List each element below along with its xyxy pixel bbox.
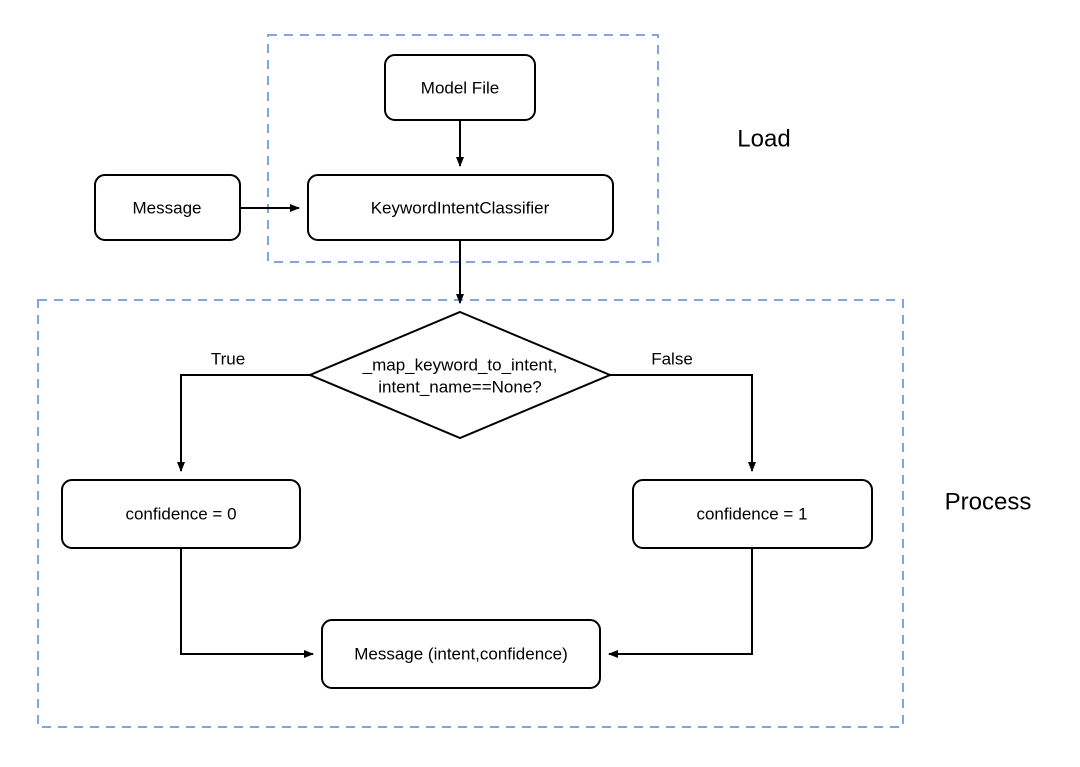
node-confidence-zero[interactable]: confidence = 0 xyxy=(61,479,301,549)
group-load-label: Load xyxy=(737,125,790,152)
node-decision[interactable]: _map_keyword_to_intent, intent_name==Non… xyxy=(307,310,613,440)
edge-decision-true xyxy=(177,374,310,472)
node-decision-label-line-2: intent_name==None? xyxy=(378,377,542,396)
node-model-file[interactable]: Model File xyxy=(384,54,536,121)
node-model-file-shape[interactable] xyxy=(384,54,536,121)
node-message-output-label: Message (intent,confidence) xyxy=(354,644,568,663)
group-process-frame xyxy=(37,299,904,728)
edge-label-false: False xyxy=(651,349,693,368)
node-confidence-zero-label: confidence = 0 xyxy=(125,504,236,523)
node-keyword-intent-classifier-shape[interactable] xyxy=(307,174,614,241)
edge-confidence-one-to-message xyxy=(608,548,753,658)
edges xyxy=(177,120,756,658)
node-decision-label-line-1: _map_keyword_to_intent, xyxy=(362,355,558,374)
group-load: Load xyxy=(267,34,791,263)
node-confidence-zero-shape[interactable] xyxy=(61,479,301,549)
node-message-output[interactable]: Message (intent,confidence) xyxy=(321,619,601,689)
edge-confidence-zero-to-message xyxy=(180,548,314,658)
node-keyword-intent-classifier[interactable]: KeywordIntentClassifier xyxy=(307,174,614,241)
edge-label-true: True xyxy=(211,349,245,368)
group-load-frame xyxy=(267,34,659,263)
node-message-input[interactable]: Message xyxy=(94,174,241,241)
node-confidence-one[interactable]: confidence = 1 xyxy=(632,479,873,549)
node-decision-shape[interactable] xyxy=(307,310,613,440)
node-confidence-one-shape[interactable] xyxy=(632,479,873,549)
node-confidence-one-label: confidence = 1 xyxy=(696,504,807,523)
group-process-label: Process xyxy=(945,488,1032,515)
edge-labels: True False xyxy=(211,349,693,368)
node-message-input-label: Message xyxy=(133,198,202,217)
group-process: Process xyxy=(37,299,1032,728)
edge-decision-false xyxy=(610,374,756,472)
node-keyword-intent-classifier-label: KeywordIntentClassifier xyxy=(371,198,550,217)
node-model-file-label: Model File xyxy=(421,78,499,97)
node-message-output-shape[interactable] xyxy=(321,619,601,689)
node-message-input-shape[interactable] xyxy=(94,174,241,241)
